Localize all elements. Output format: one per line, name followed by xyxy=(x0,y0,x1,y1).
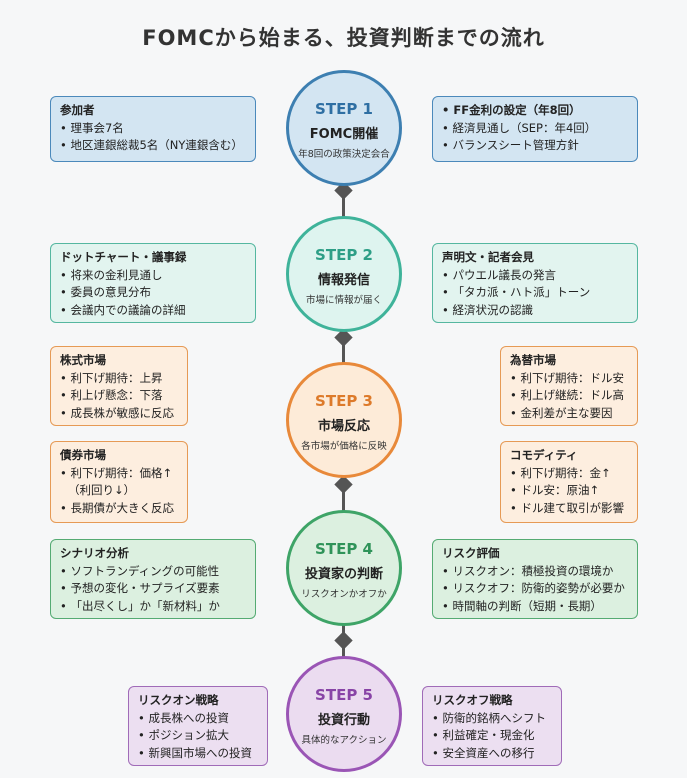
list-item: • 安全資産への移行 xyxy=(432,745,535,760)
risk-off-box: リスクオフ戦略 • 防衛的銘柄へシフト • 利益確定・現金化 • 安全資産への移… xyxy=(422,686,562,766)
list-item: • 「出尽くし」か「新材料」か xyxy=(60,598,220,613)
box-heading: 参加者 xyxy=(60,103,95,117)
fx-market-box: 為替市場 • 利下げ期待：ドル安 • 利上げ継続：ドル高 • 金利差が主な要因 xyxy=(500,346,638,426)
step-subtitle: 各市場が価格に反映 xyxy=(301,441,387,452)
step-title: 投資家の判断 xyxy=(304,567,383,582)
list-item: • パウエル議長の発言 xyxy=(442,267,556,282)
step-4-circle: STEP 4 投資家の判断 リスクオンかオフか xyxy=(286,510,402,626)
step-label: STEP 4 xyxy=(315,540,373,558)
list-item: • 成長株が敏感に反応 xyxy=(60,405,174,420)
bond-market-box: 債券市場 • 利下げ期待：価格↑ （利回り↓） • 長期債が大きく反応 xyxy=(50,441,188,523)
connector-diamond xyxy=(334,631,353,650)
ff-rate-box: • FF金利の設定（年8回） • 経済見通し（SEP：年4回） • バランスシー… xyxy=(432,96,638,162)
step-1-circle: STEP 1 FOMC開催 年8回の政策決定会合 xyxy=(286,70,402,186)
step-label: STEP 1 xyxy=(315,100,373,118)
list-item: • バランスシート管理方針 xyxy=(442,138,579,152)
list-item: • 時間軸の判断（短期・長期） xyxy=(442,598,602,613)
risk-on-box: リスクオン戦略 • 成長株への投資 • ポジション拡大 • 新興国市場への投資 xyxy=(128,686,268,766)
box-heading: リスク評価 xyxy=(442,546,500,560)
list-item: • 利益確定・現金化 xyxy=(432,728,535,742)
list-item: • 成長株への投資 xyxy=(138,710,229,725)
step-3-circle: STEP 3 市場反応 各市場が価格に反映 xyxy=(286,362,402,478)
box-heading: コモディティ xyxy=(510,448,578,462)
dot-chart-box: ドットチャート・議事録 • 将来の金利見通し • 委員の意見分布 • 会議内での… xyxy=(50,243,256,323)
commodity-box: コモディティ • 利下げ期待：金↑ • ドル安：原油↑ • ドル建て取引が影響 xyxy=(500,441,638,523)
list-item: • 地区連銀総裁5名（NY連銀含む） xyxy=(60,138,243,152)
box-heading: • FF金利の設定（年8回） xyxy=(442,103,581,117)
list-item: • 会議内での議論の詳細 xyxy=(60,302,186,317)
connector-diamond xyxy=(334,475,353,494)
list-item: • 経済見通し（SEP：年4回） xyxy=(442,120,597,135)
list-item: • ドル建て取引が影響 xyxy=(510,500,624,515)
list-item: • ドル安：原油↑ xyxy=(510,483,600,497)
list-item: • 長期債が大きく反応 xyxy=(60,500,174,515)
step-title: 投資行動 xyxy=(317,713,370,728)
box-heading: ドットチャート・議事録 xyxy=(60,250,187,264)
step-label: STEP 5 xyxy=(315,686,373,704)
box-heading: 株式市場 xyxy=(60,353,106,367)
list-item: • 新興国市場への投資 xyxy=(138,745,252,760)
box-heading: リスクオフ戦略 xyxy=(432,693,513,707)
stock-market-box: 株式市場 • 利下げ期待：上昇 • 利上げ懸念：下落 • 成長株が敏感に反応 xyxy=(50,346,188,426)
list-item: • 防衛的銘柄へシフト xyxy=(432,710,546,725)
list-item: • 利下げ期待：ドル安 xyxy=(510,370,624,385)
list-item: • ソフトランディングの可能性 xyxy=(60,563,220,578)
step-2-circle: STEP 2 情報発信 市場に情報が届く xyxy=(286,216,402,332)
step-title: 情報発信 xyxy=(317,273,370,288)
step-label: STEP 2 xyxy=(315,246,373,264)
list-item: • 利下げ期待：金↑ xyxy=(510,465,611,480)
list-item: • 金利差が主な要因 xyxy=(510,405,613,420)
participants-box: 参加者 • 理事会7名 • 地区連銀総裁5名（NY連銀含む） xyxy=(50,96,256,162)
step-subtitle: 具体的なアクション xyxy=(301,735,387,746)
box-heading: 債券市場 xyxy=(60,448,106,462)
box-heading: 声明文・記者会見 xyxy=(442,250,534,264)
statement-box: 声明文・記者会見 • パウエル議長の発言 • 「タカ派・ハト派」トーン • 経済… xyxy=(432,243,638,323)
connector-line xyxy=(342,175,345,225)
list-item: • 理事会7名 xyxy=(60,120,124,135)
box-heading: シナリオ分析 xyxy=(60,546,129,560)
list-item: • 利上げ継続：ドル高 xyxy=(510,388,624,402)
step-label: STEP 3 xyxy=(315,392,373,410)
list-item: • ポジション拡大 xyxy=(138,728,229,742)
list-item: • 将来の金利見通し xyxy=(60,267,163,282)
list-item: • 利下げ期待：上昇 xyxy=(60,370,163,385)
scenario-box: シナリオ分析 • ソフトランディングの可能性 • 予想の変化・サプライズ要素 •… xyxy=(50,539,256,619)
step-5-circle: STEP 5 投資行動 具体的なアクション xyxy=(286,656,402,772)
box-heading: リスクオン戦略 xyxy=(138,693,219,707)
step-title: FOMC開催 xyxy=(309,127,379,142)
list-item: • 利上げ懸念：下落 xyxy=(60,388,163,402)
step-subtitle: 年8回の政策決定会合 xyxy=(298,149,390,160)
box-heading: 為替市場 xyxy=(510,353,556,367)
step-subtitle: リスクオンかオフか xyxy=(301,589,387,600)
step-subtitle: 市場に情報が届く xyxy=(305,295,382,306)
list-item: • 予想の変化・サプライズ要素 xyxy=(60,581,220,595)
list-item: • リスクオフ：防衛的姿勢が必要か xyxy=(442,581,625,595)
risk-eval-box: リスク評価 • リスクオン：積極投資の環境か • リスクオフ：防衛的姿勢が必要か… xyxy=(432,539,638,619)
list-item: • 利下げ期待：価格↑ xyxy=(60,465,173,480)
step-title: 市場反応 xyxy=(317,419,370,434)
list-item: • 委員の意見分布 xyxy=(60,285,151,299)
list-item: • 「タカ派・ハト派」トーン xyxy=(442,285,591,299)
page-title: FOMCから始まる、投資判断までの流れ xyxy=(142,26,545,50)
list-item: • リスクオン：積極投資の環境か xyxy=(442,563,614,578)
list-item: （利回り↓） xyxy=(68,483,136,497)
list-item: • 経済状況の認識 xyxy=(442,302,533,317)
